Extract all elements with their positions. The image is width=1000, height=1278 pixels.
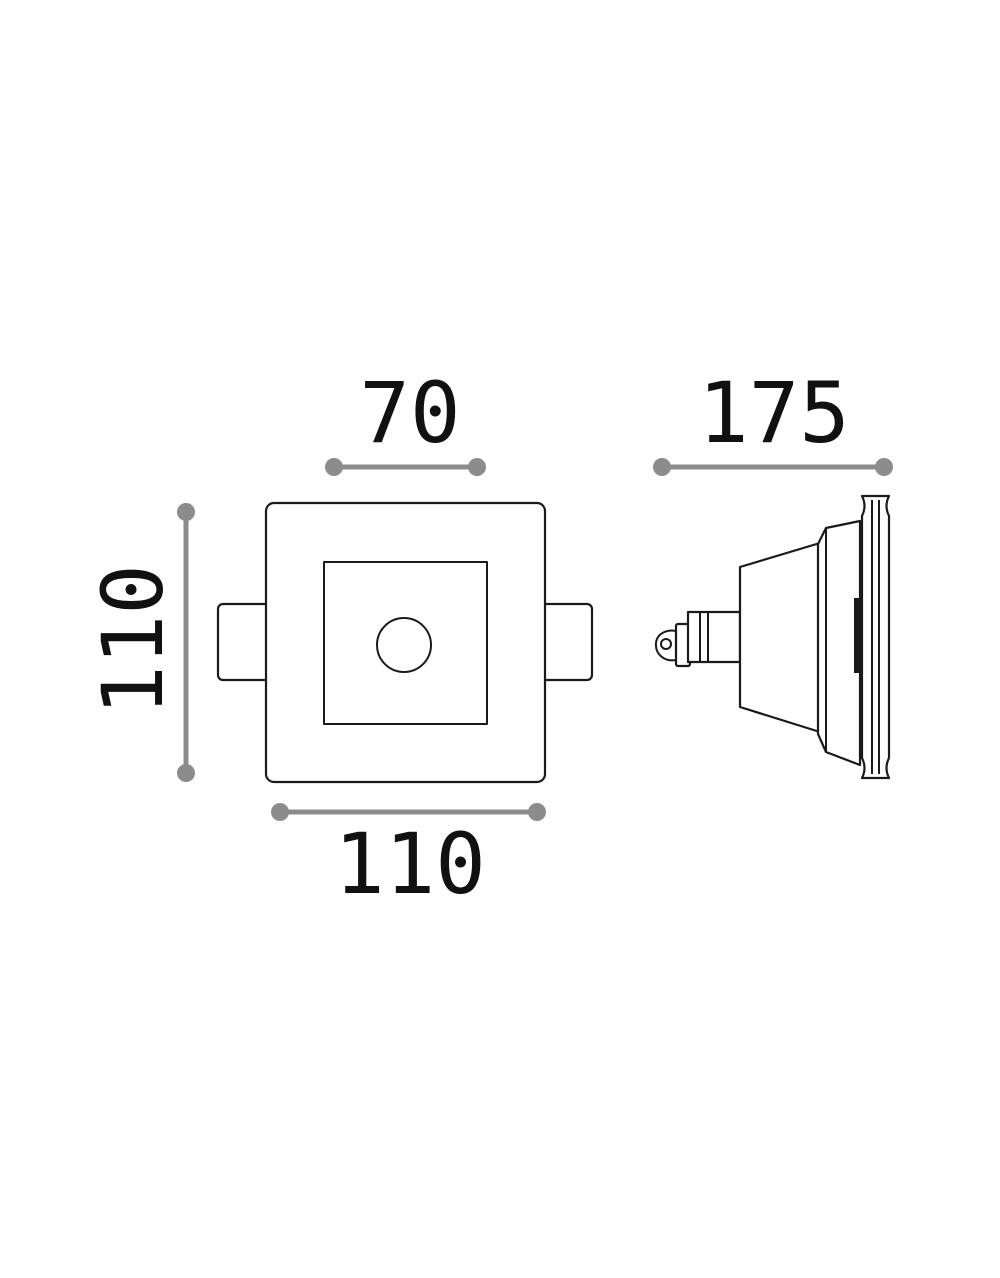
dimension-dot xyxy=(177,764,195,782)
dimension-inner-width: 70 xyxy=(325,364,486,476)
side-housing-body xyxy=(738,541,822,734)
front-outer-frame xyxy=(264,501,547,784)
front-right-tab xyxy=(538,602,594,682)
dimension-dot xyxy=(325,458,343,476)
dimension-dot xyxy=(528,803,546,821)
front-inner-square xyxy=(323,561,488,725)
front-view xyxy=(216,501,594,784)
dimension-label-front-height: 110 xyxy=(84,564,182,716)
dimension-dot xyxy=(468,458,486,476)
dimension-dot xyxy=(875,458,893,476)
dimension-dot xyxy=(653,458,671,476)
side-connector-stem xyxy=(686,610,742,664)
dimension-dot xyxy=(177,503,195,521)
dimension-front-width: 110 xyxy=(271,803,546,913)
front-left-tab xyxy=(216,602,272,682)
dimension-label-depth: 175 xyxy=(698,364,850,462)
side-flange-outer xyxy=(860,494,891,780)
side-connector-eye xyxy=(660,638,672,650)
side-view xyxy=(654,494,891,780)
dimension-depth: 175 xyxy=(653,364,893,476)
dimension-front-height: 110 xyxy=(84,503,195,782)
dimension-dot xyxy=(271,803,289,821)
side-housing-collar xyxy=(816,519,862,767)
side-collar-slot xyxy=(854,598,859,673)
dimension-label-inner-width: 70 xyxy=(359,364,460,462)
front-lens-circle xyxy=(376,617,432,673)
dimension-label-front-width: 110 xyxy=(334,815,486,913)
